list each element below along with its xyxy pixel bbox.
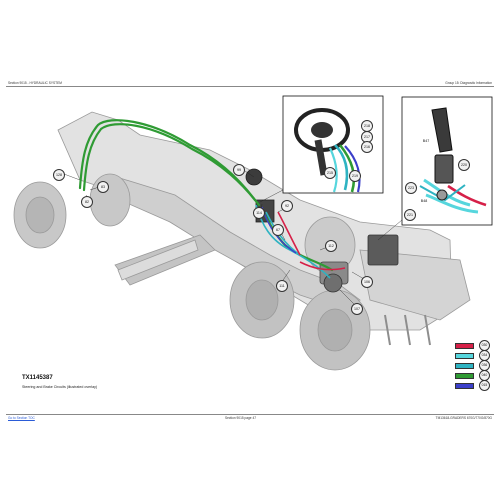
callout-marker: 215 [324, 167, 336, 179]
inset-brake-pedal [377, 96, 493, 241]
callout-marker: 83 [97, 181, 109, 193]
legend-swatch [455, 373, 474, 379]
section-toc-link[interactable]: Go to Section TOC [8, 416, 35, 420]
header-section-title: Section 9015 - HYDRAULIC SYSTEM [8, 81, 62, 85]
legend-swatch [455, 383, 474, 389]
figure-id: TX1145387 [22, 375, 53, 381]
callout-marker: 92 [281, 200, 293, 212]
callout-marker: 112 [325, 240, 337, 252]
callout-marker: 128 [53, 169, 65, 181]
callout-marker: 99 [233, 164, 245, 176]
callout-marker: 221 [404, 209, 416, 221]
footer-page-number: Section 9015 page 47 [225, 416, 257, 420]
color-legend: 030 034 036 040 015 [455, 340, 495, 391]
callout-marker: 82 [81, 196, 93, 208]
callout-marker: 106 [361, 276, 373, 288]
callout-marker: 114 [253, 207, 265, 219]
legend-row: 040 [455, 370, 495, 381]
callout-marker: 219 [349, 170, 361, 182]
callout-marker: B48 [420, 199, 428, 203]
red-hydraulic-lines [277, 211, 346, 271]
legend-swatch [455, 363, 474, 369]
callout-marker: 111 [276, 280, 288, 292]
callout-marker: 223 [405, 182, 417, 194]
footer-divider [6, 414, 494, 415]
legend-row: 030 [455, 340, 495, 351]
legend-swatch [455, 343, 474, 349]
grader-illustration [13, 111, 471, 371]
legend-code: 015 [479, 380, 490, 391]
legend-row: 034 [455, 350, 495, 361]
legend-swatch [455, 353, 474, 359]
callout-marker: 107 [351, 303, 363, 315]
header-group-title: Group 15: Diagnostic Information [445, 81, 492, 85]
legend-row: 036 [455, 360, 495, 371]
callout-marker: 67 [272, 224, 284, 236]
callout-marker: 220 [458, 159, 470, 171]
figure-caption: Steering and Brake Circuits (illustrated… [22, 385, 98, 389]
callout-marker: 216 [361, 141, 373, 153]
header-divider [6, 86, 494, 87]
legend-row: 015 [455, 380, 495, 391]
callout-marker: B47 [422, 139, 430, 143]
footer-manual-id: TM13618-GRADERS 670G/770G/870G [435, 416, 492, 420]
